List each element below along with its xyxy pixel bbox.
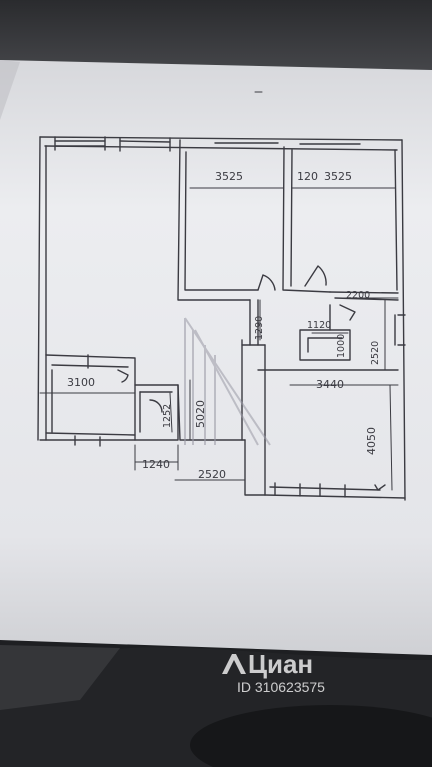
dimension-label: 2520 (198, 468, 226, 481)
dimension-label: 1252 (162, 404, 173, 428)
dimension-label: 1120 (307, 320, 331, 331)
dimension-label: 4050 (365, 427, 378, 455)
dimension-label: 3440 (316, 378, 344, 391)
dimension-label: 2520 (370, 341, 381, 365)
dimension-label: 2200 (346, 290, 370, 301)
dimension-label: 5020 (194, 400, 207, 428)
dimension-label: 1290 (254, 316, 265, 340)
floor-plan-drawing (37, 91, 406, 501)
agency-logo-stamp (184, 317, 271, 446)
watermark-listing-id: ID 310623575 (237, 679, 325, 695)
dimension-label: 3100 (67, 376, 95, 389)
watermark-brand: Циан (248, 649, 313, 679)
dimension-label: 1240 (142, 458, 170, 471)
dimension-label: 3525 (324, 170, 352, 183)
cian-watermark: Циан ID 310623575 (222, 649, 325, 695)
dimension-label: 1000 (336, 334, 347, 358)
dimension-label: 120 (297, 170, 318, 183)
dimension-label: 3525 (215, 170, 243, 183)
cian-logo-icon (222, 654, 246, 674)
